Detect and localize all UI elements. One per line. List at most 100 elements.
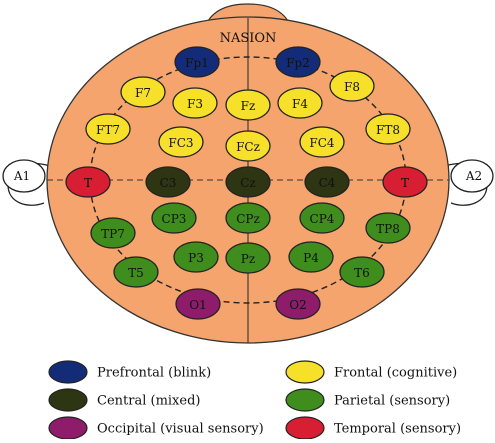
electrode-tp7: TP7	[90, 217, 136, 249]
electrode-f7: F7	[120, 76, 166, 108]
nasion-label: NASION	[220, 31, 277, 46]
electrode-marker	[299, 126, 345, 158]
electrode-t: T	[65, 166, 111, 198]
legend-label: Prefrontal (blink)	[97, 366, 211, 381]
electrode-label: F8	[344, 80, 360, 94]
electrode-marker	[85, 113, 131, 145]
electrode-marker	[225, 242, 271, 274]
electrode-c4: C4	[304, 166, 350, 198]
electrode-label: Fz	[241, 99, 256, 113]
electrode-f4: F4	[277, 87, 323, 119]
left-ear: A1	[2, 159, 51, 206]
legend-item-central: Central (mixed)	[48, 388, 200, 412]
legend-item-occipital: Occipital (visual sensory)	[48, 416, 264, 440]
electrode-label: T6	[354, 266, 370, 280]
electrode-label: CP3	[162, 212, 187, 226]
electrode-label: Cz	[240, 176, 256, 190]
electrode-fz: Fz	[225, 89, 271, 121]
electrode-label: CPz	[236, 212, 260, 226]
electrode-label: FT8	[376, 123, 400, 137]
electrode-f3: F3	[172, 87, 218, 119]
electrode-p4: P4	[288, 241, 334, 273]
legend-swatch	[285, 360, 325, 384]
electrode-fc4: FC4	[299, 126, 345, 158]
electrode-fp1: Fp1	[174, 46, 220, 78]
electrode-label: FCz	[236, 140, 260, 154]
electrode-marker	[275, 46, 321, 78]
electrode-cpz: CPz	[225, 202, 271, 234]
electrode-marker	[175, 288, 221, 320]
electrode-cz: Cz	[225, 166, 271, 198]
electrode-label: T5	[128, 266, 144, 280]
electrode-marker	[299, 202, 345, 234]
electrode-label: TP7	[101, 227, 125, 241]
electrode-marker	[382, 166, 428, 198]
electrode-marker	[158, 126, 204, 158]
electrode-marker	[275, 288, 321, 320]
electrode-label: P4	[303, 251, 319, 265]
right-ear: A2	[444, 159, 494, 206]
electrode-label: Pz	[241, 252, 255, 266]
electrode-cp4: CP4	[299, 202, 345, 234]
electrode-marker	[173, 241, 219, 273]
electrode-label: CP4	[310, 212, 335, 226]
electrode-t5: T5	[113, 256, 159, 288]
electrode-marker	[277, 87, 323, 119]
electrode-marker	[329, 70, 375, 102]
electrode-marker	[225, 202, 271, 234]
electrode-marker	[151, 202, 197, 234]
legend: Prefrontal (blink)Frontal (cognitive)Cen…	[48, 360, 461, 440]
electrode-marker	[304, 166, 350, 198]
electrode-o2: O2	[275, 288, 321, 320]
electrode-fc3: FC3	[158, 126, 204, 158]
electrode-p3: P3	[173, 241, 219, 273]
electrode-marker	[365, 113, 411, 145]
legend-swatch	[48, 388, 88, 412]
electrode-cp3: CP3	[151, 202, 197, 234]
ear-label-a1: A1	[13, 169, 30, 183]
electrode-t: T	[382, 166, 428, 198]
electrode-marker	[172, 87, 218, 119]
electrode-label: T	[401, 176, 409, 190]
electrode-label: C4	[319, 176, 336, 190]
electrode-label: TP8	[376, 222, 400, 236]
electrode-label: FC3	[168, 136, 193, 150]
ear-label-a2: A2	[465, 169, 482, 183]
electrode-marker	[113, 256, 159, 288]
electrode-tp8: TP8	[365, 212, 411, 244]
electrode-label: C3	[160, 176, 177, 190]
legend-label: Occipital (visual sensory)	[97, 422, 264, 437]
electrode-marker	[145, 166, 191, 198]
electrode-fp2: Fp2	[275, 46, 321, 78]
electrode-label: F7	[135, 86, 151, 100]
legend-item-prefrontal: Prefrontal (blink)	[48, 360, 211, 384]
electrode-t6: T6	[339, 256, 385, 288]
electrode-marker	[339, 256, 385, 288]
legend-swatch	[285, 388, 325, 412]
electrode-ft8: FT8	[365, 113, 411, 145]
electrode-marker	[225, 166, 271, 198]
electrode-label: FT7	[96, 123, 120, 137]
legend-swatch	[48, 416, 88, 440]
electrode-f8: F8	[329, 70, 375, 102]
electrode-fcz: FCz	[225, 130, 271, 162]
electrode-label: Fp2	[286, 56, 310, 70]
electrode-marker	[288, 241, 334, 273]
electrode-c3: C3	[145, 166, 191, 198]
electrode-label: Fp1	[185, 56, 209, 70]
electrode-pz: Pz	[225, 242, 271, 274]
electrode-label: F4	[292, 97, 308, 111]
electrode-label: T	[84, 176, 92, 190]
electrode-marker	[65, 166, 111, 198]
electrode-marker	[225, 89, 271, 121]
electrode-marker	[90, 217, 136, 249]
legend-swatch	[285, 416, 325, 440]
electrode-marker	[365, 212, 411, 244]
legend-label: Temporal (sensory)	[334, 422, 461, 437]
legend-item-parietal: Parietal (sensory)	[285, 388, 450, 412]
electrode-ft7: FT7	[85, 113, 131, 145]
legend-swatch	[48, 360, 88, 384]
